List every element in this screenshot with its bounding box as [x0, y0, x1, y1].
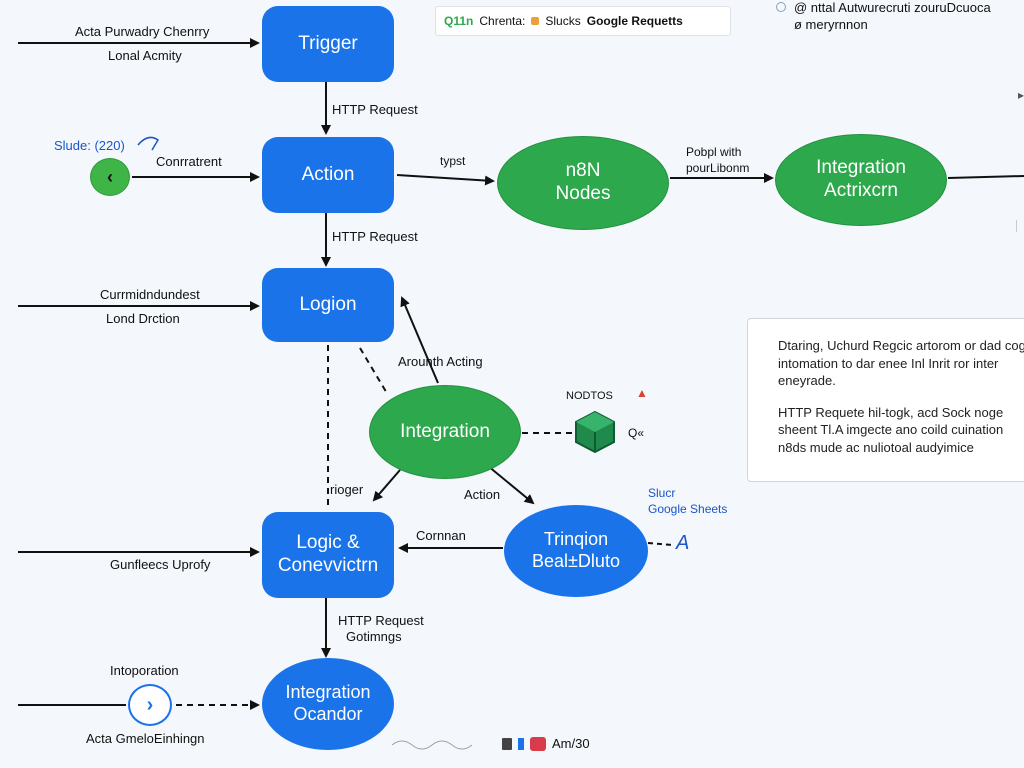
arounth-label: Arounth Acting: [398, 354, 483, 369]
document-icon: [502, 737, 512, 750]
logion-node[interactable]: Logion: [262, 268, 394, 342]
top-right-line1: @ nttal Autwurecruti zouruDcuoca: [794, 0, 991, 15]
info-panel-text-2: HTTP Requete hil-togk, acd Sock noge she…: [778, 404, 1004, 455]
input-label-4: Gunfleecs Uprofy: [110, 557, 211, 572]
slude-scribble: [137, 136, 160, 151]
right-chevron-top: ▸: [1018, 88, 1024, 102]
edge-integration-logic: [372, 469, 401, 502]
input-label-3a: Currmidndundest: [100, 287, 200, 302]
integration-bottom-line1: Integration: [285, 682, 371, 703]
bottom-icons: Am/30: [502, 736, 590, 751]
integration-top-node[interactable]: Integration Actrixcrn: [775, 134, 947, 226]
right-line: [1016, 220, 1024, 232]
popul-label-1: Pobpl with: [686, 145, 742, 159]
radio-icon[interactable]: [776, 2, 786, 12]
edge-action-n8n: [396, 174, 495, 186]
integration-mid-node[interactable]: Integration: [369, 385, 521, 479]
toolbar-item-3[interactable]: Slucks: [545, 14, 581, 28]
input-label-1a: Acta Purwadry Chenrry: [75, 24, 210, 39]
integration-top-line2: Actrixcrn: [824, 180, 898, 201]
trinqion-beal-line2: Beal±Dluto: [532, 551, 620, 571]
rioger-label: rioger: [330, 482, 364, 497]
slack-icon: [531, 17, 540, 25]
trinqion-beal-node[interactable]: Trinqion Beal±Dluto: [504, 505, 648, 597]
edge-integration-trinqion: [487, 465, 535, 505]
triangle-icon: ▲: [636, 386, 648, 400]
input-label-1b: Lonal Acmity: [108, 48, 182, 63]
bottom-scribble: [391, 740, 473, 750]
n8n-nodes-line2: Nodes: [555, 183, 611, 204]
back-button[interactable]: ‹: [90, 158, 130, 196]
contratrent-label: Conrratrent: [156, 154, 222, 169]
toolbar-item-4[interactable]: Google Requetts: [586, 14, 683, 28]
side-q-label: Q«: [628, 426, 645, 440]
a-mark-icon: A: [676, 532, 690, 554]
logic-conversion-line2: Conevvictrn: [277, 555, 379, 576]
info-panel-text-1: Dtaring, Uchurd Regcic artorom or dad co…: [778, 338, 1024, 389]
n8n-nodes-line1: n8N: [565, 160, 601, 182]
cube-node-icon[interactable]: [574, 410, 616, 454]
top-right-note: @ nttal Autwurecruti zouruDcuoca ø meryr…: [776, 0, 991, 34]
logic-conversion-node[interactable]: Logic & Conevvictrn: [262, 512, 394, 598]
integration-top-line1: Integration: [816, 157, 906, 179]
http-label-1: HTTP Request: [332, 102, 418, 117]
edge-logion-integration-dashed: [359, 347, 389, 396]
action-edge-label: Action: [464, 487, 501, 502]
toolbar: Q11n Chrenta: Slucks Google Requetts: [435, 6, 731, 36]
toolbar-item-1[interactable]: Q11n: [444, 14, 474, 28]
sheets-label: Google Sheets: [648, 502, 728, 516]
acta-bottom-label: Acta GmeloEinhingn: [86, 731, 205, 746]
n8n-nodes-node[interactable]: n8N Nodes: [497, 136, 669, 230]
intoporation-label: Intoporation: [110, 663, 179, 678]
trigger-node[interactable]: Trigger: [262, 6, 394, 82]
chat-icon: [530, 736, 546, 751]
trinqion-beal-line1: Trinqion: [543, 529, 609, 550]
top-right-line2: ø meryrnnon: [794, 16, 868, 32]
http-label-3: HTTP Request: [338, 613, 424, 628]
info-panel: Dtaring, Uchurd Regcic artorom or dad co…: [747, 318, 1024, 482]
typst-label: typst: [440, 154, 466, 168]
bookmark-icon: [518, 737, 524, 750]
popul-label-2: pourLibonm: [686, 161, 750, 175]
input-label-3b: Lond Drction: [106, 311, 180, 326]
edge-trinqion-a-dashed: [647, 542, 673, 546]
gotimngs-label: Gotimngs: [346, 629, 402, 644]
logic-conversion-line1: Logic &: [296, 532, 360, 554]
http-label-2: HTTP Request: [332, 229, 418, 244]
slude-label: Slude: (220): [54, 138, 125, 153]
cornnan-label: Cornnan: [416, 528, 466, 543]
play-button[interactable]: ›: [128, 684, 172, 726]
edge-integration-right: [947, 175, 1024, 179]
chevron-left-icon: ‹: [107, 166, 113, 187]
integration-bottom-node[interactable]: Integration Ocandor: [262, 658, 394, 750]
nodtos-label: NODTOS: [566, 390, 613, 402]
toolbar-item-2[interactable]: Chrenta:: [479, 14, 526, 28]
slucr-label: Slucr: [648, 486, 676, 500]
action-node[interactable]: Action: [262, 137, 394, 213]
bottom-code-label: Am/30: [552, 736, 590, 751]
integration-bottom-line2: Ocandor: [293, 704, 363, 724]
edge-integration-logion: [400, 296, 439, 384]
chevron-right-icon: ›: [146, 693, 154, 716]
